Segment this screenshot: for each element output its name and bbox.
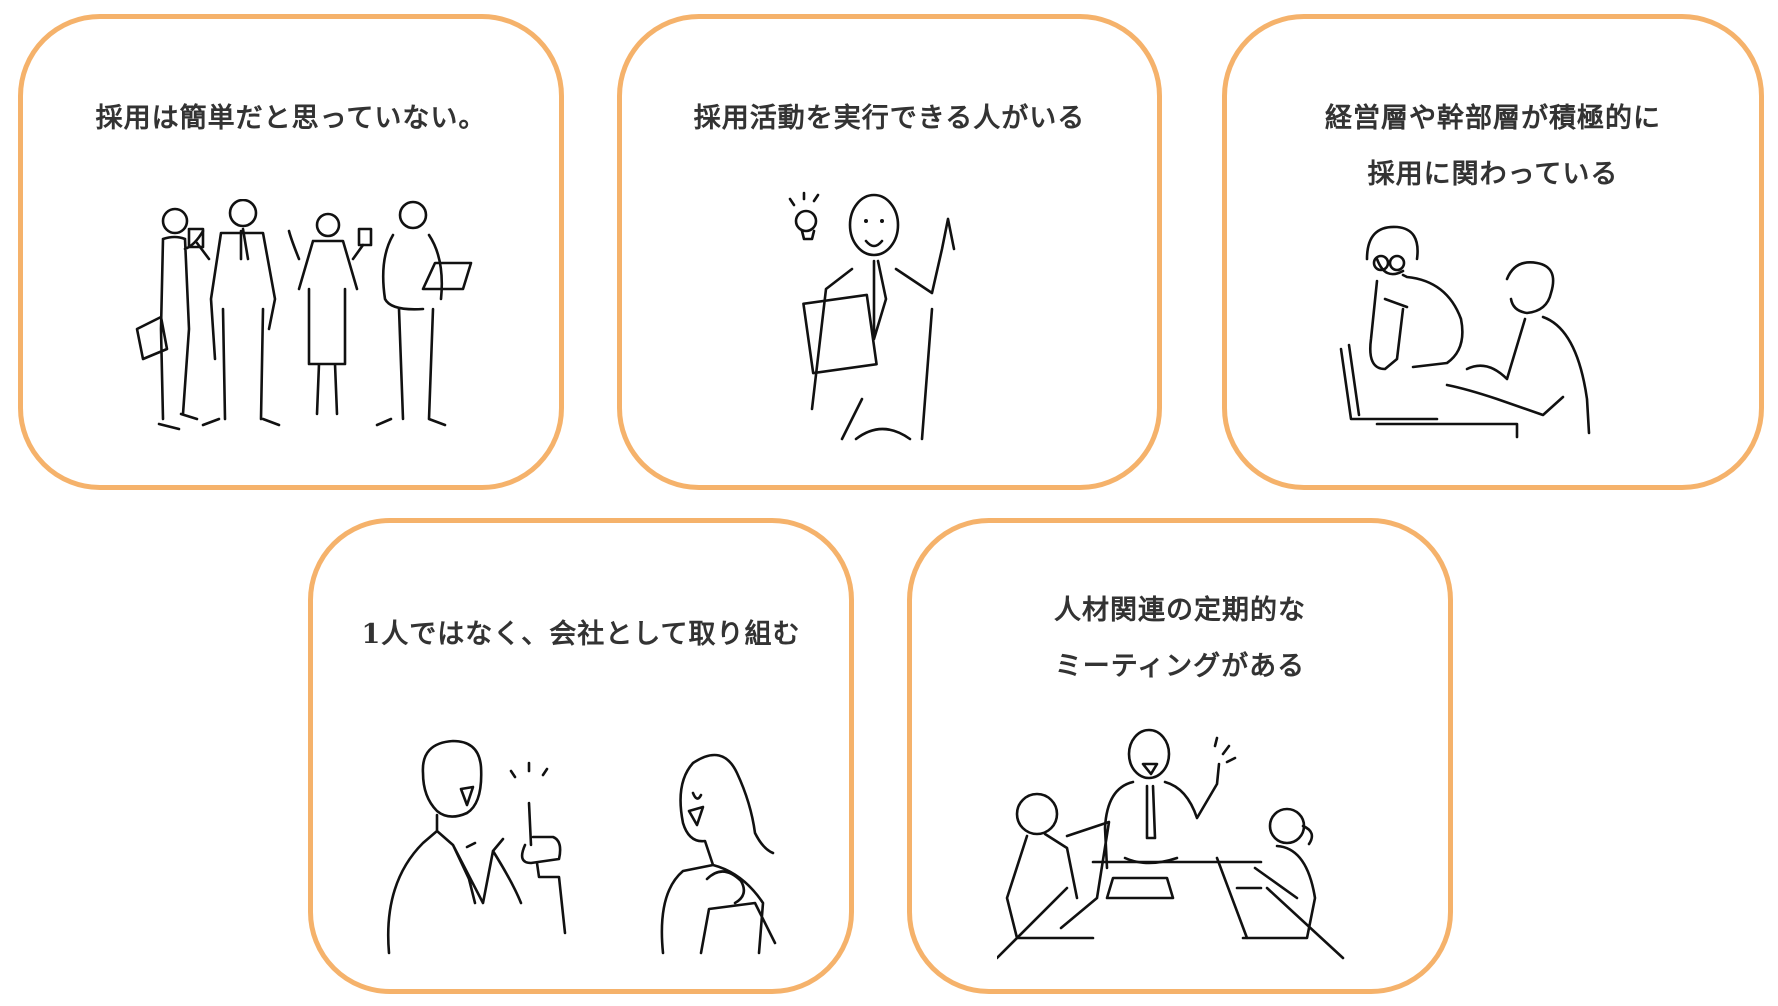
title-line-1: 人材関連の定期的な: [1054, 595, 1306, 626]
card-title: 採用活動を実行できる人がいる: [622, 91, 1157, 147]
title-line-1: 採用は簡単だと思っていない。: [95, 103, 487, 134]
title-line-1: 1人ではなく、会社として取り組む: [361, 619, 801, 650]
card-company-wide-effort: 1人ではなく、会社として取り組む: [308, 518, 854, 994]
card-people-who-execute: 採用活動を実行できる人がいる: [617, 14, 1162, 490]
title-line-2: 採用に関わっている: [1367, 159, 1619, 190]
card-executives-involved: 経営層や幹部層が積極的に 採用に関わっている: [1222, 14, 1764, 490]
team-meeting-illustration-icon: [995, 728, 1347, 968]
businessman-lightbulb-illustration-icon: [782, 189, 1012, 449]
title-line-2: ミーティングがある: [1054, 651, 1306, 682]
card-recruiting-not-easy: 採用は簡単だと思っていない。: [18, 14, 564, 490]
card-title: 採用は簡単だと思っていない。: [23, 91, 559, 147]
card-regular-hr-meetings: 人材関連の定期的な ミーティングがある: [907, 518, 1453, 994]
card-title: 人材関連の定期的な ミーティングがある: [912, 583, 1448, 695]
laptop-discussion-illustration-icon: [1337, 219, 1627, 479]
man-woman-agreeing-illustration-icon: [383, 733, 793, 963]
card-title: 1人ではなく、会社として取り組む: [313, 607, 849, 663]
coworkers-illustration-icon: [123, 198, 503, 439]
title-line-1: 採用活動を実行できる人がいる: [693, 103, 1086, 134]
title-line-1: 経営層や幹部層が積極的に: [1325, 103, 1661, 134]
card-title: 経営層や幹部層が積極的に 採用に関わっている: [1227, 91, 1759, 203]
